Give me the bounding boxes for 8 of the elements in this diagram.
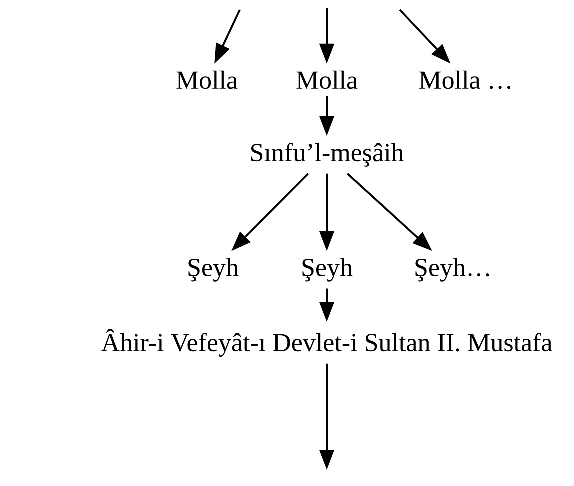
text-label: Molla bbox=[296, 70, 358, 90]
text-label: Molla … bbox=[419, 70, 511, 90]
text-label: Şeyh bbox=[188, 258, 239, 282]
text-label: Molla bbox=[176, 70, 238, 90]
text-label: Sınfu’l-meşâih bbox=[251, 143, 404, 167]
text-label: Âhir-i Vefeyât-ı Devlet-i Sultan II. Mustafa bbox=[102, 329, 552, 357]
text-label: Şeyh bbox=[302, 258, 353, 282]
text-label: Şeyh… bbox=[416, 258, 490, 282]
